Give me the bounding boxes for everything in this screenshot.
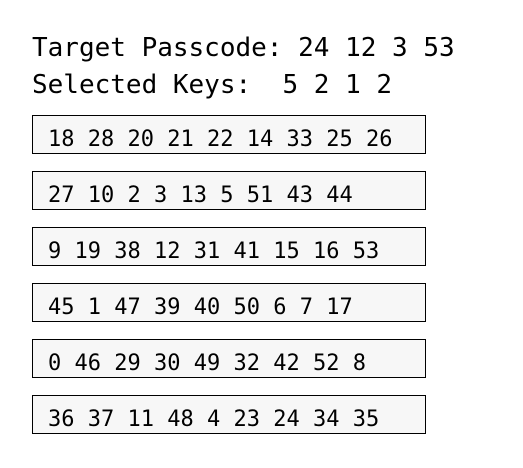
key-3[interactable]: 3 <box>154 183 168 208</box>
key-0[interactable]: 0 <box>48 351 62 376</box>
key-row-1: 18 28 20 21 22 14 33 25 26 <box>32 115 426 154</box>
key-13[interactable]: 13 <box>180 183 208 208</box>
key-19[interactable]: 19 <box>74 239 102 264</box>
key-20[interactable]: 20 <box>127 127 155 152</box>
key-11[interactable]: 11 <box>127 407 155 432</box>
key-row-5: 0 46 29 30 49 32 42 52 8 <box>32 339 426 378</box>
key-29[interactable]: 29 <box>114 351 141 376</box>
key-33[interactable]: 33 <box>286 127 314 152</box>
key-28[interactable]: 28 <box>87 127 115 152</box>
key-row-2-keys: 27 10 2 3 13 5 51 43 44 <box>48 182 353 210</box>
key-row-4: 45 1 47 39 40 50 6 7 17 <box>32 283 426 322</box>
key-45[interactable]: 45 <box>48 295 75 320</box>
key-44[interactable]: 44 <box>326 183 353 208</box>
key-26[interactable]: 26 <box>366 127 393 152</box>
key-34[interactable]: 34 <box>313 407 340 432</box>
selected-keys-line: Selected Keys: 5 2 1 2 <box>32 70 392 100</box>
key-37[interactable]: 37 <box>87 407 115 432</box>
target-passcode-values: 24 12 3 53 <box>298 33 455 63</box>
key-row-6: 36 37 11 48 4 23 24 34 35 <box>32 395 426 434</box>
key-31[interactable]: 31 <box>193 239 221 264</box>
key-row-5-keys: 0 46 29 30 49 32 42 52 8 <box>48 350 366 378</box>
key-43[interactable]: 43 <box>286 183 314 208</box>
key-38[interactable]: 38 <box>114 239 141 264</box>
target-passcode-line: Target Passcode: 24 12 3 53 <box>32 33 455 63</box>
key-49[interactable]: 49 <box>193 351 221 376</box>
key-41[interactable]: 41 <box>233 239 261 264</box>
key-16[interactable]: 16 <box>313 239 340 264</box>
key-6[interactable]: 6 <box>273 295 287 320</box>
key-47[interactable]: 47 <box>114 295 141 320</box>
key-4[interactable]: 4 <box>207 407 221 432</box>
key-46[interactable]: 46 <box>74 351 102 376</box>
key-row-3-keys: 9 19 38 12 31 41 15 16 53 <box>48 238 379 266</box>
key-row-2: 27 10 2 3 13 5 51 43 44 <box>32 171 426 210</box>
key-21[interactable]: 21 <box>167 127 194 152</box>
key-15[interactable]: 15 <box>273 239 300 264</box>
key-42[interactable]: 42 <box>273 351 300 376</box>
key-51[interactable]: 51 <box>246 183 274 208</box>
key-14[interactable]: 14 <box>246 127 274 152</box>
key-row-3: 9 19 38 12 31 41 15 16 53 <box>32 227 426 266</box>
key-2[interactable]: 2 <box>127 183 141 208</box>
key-27[interactable]: 27 <box>48 183 75 208</box>
key-50[interactable]: 50 <box>233 295 261 320</box>
key-9[interactable]: 9 <box>48 239 62 264</box>
key-23[interactable]: 23 <box>233 407 261 432</box>
target-passcode-label: Target Passcode: <box>32 33 283 63</box>
key-8[interactable]: 8 <box>352 351 366 376</box>
key-5[interactable]: 5 <box>220 183 234 208</box>
key-22[interactable]: 22 <box>207 127 234 152</box>
key-32[interactable]: 32 <box>233 351 261 376</box>
key-row-1-keys: 18 28 20 21 22 14 33 25 26 <box>48 126 393 154</box>
key-39[interactable]: 39 <box>154 295 181 320</box>
selected-keys-label: Selected Keys: <box>32 70 252 100</box>
selected-keys-values: 5 2 1 2 <box>282 70 393 100</box>
key-18[interactable]: 18 <box>48 127 75 152</box>
key-10[interactable]: 10 <box>87 183 115 208</box>
key-40[interactable]: 40 <box>193 295 221 320</box>
key-7[interactable]: 7 <box>299 295 313 320</box>
key-12[interactable]: 12 <box>154 239 181 264</box>
key-30[interactable]: 30 <box>154 351 181 376</box>
key-17[interactable]: 17 <box>326 295 353 320</box>
key-52[interactable]: 52 <box>313 351 340 376</box>
key-24[interactable]: 24 <box>273 407 300 432</box>
key-35[interactable]: 35 <box>352 407 380 432</box>
key-row-4-keys: 45 1 47 39 40 50 6 7 17 <box>48 294 353 322</box>
key-36[interactable]: 36 <box>48 407 75 432</box>
key-48[interactable]: 48 <box>167 407 194 432</box>
key-row-6-keys: 36 37 11 48 4 23 24 34 35 <box>48 406 379 434</box>
key-53[interactable]: 53 <box>352 239 380 264</box>
key-1[interactable]: 1 <box>87 295 101 320</box>
key-25[interactable]: 25 <box>326 127 353 152</box>
